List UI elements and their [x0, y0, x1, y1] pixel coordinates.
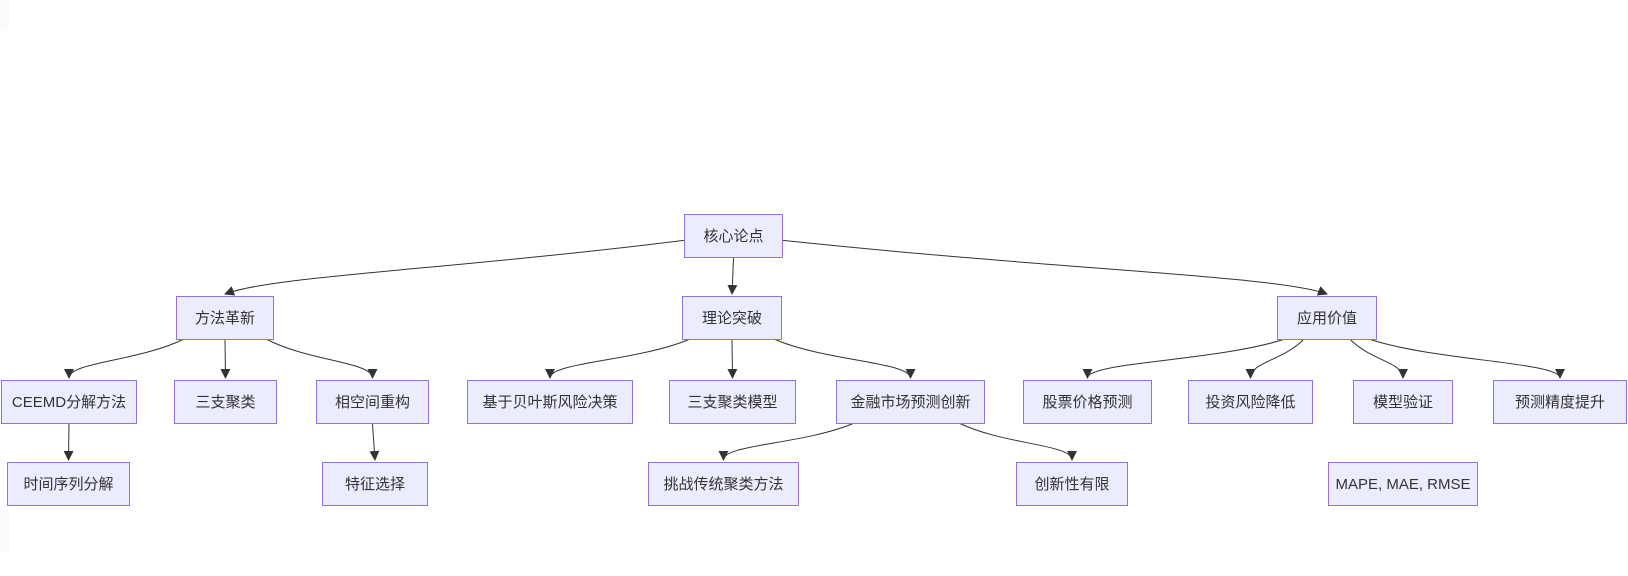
node-bayes: 基于贝叶斯风险决策 [467, 380, 633, 424]
node-label: 特征选择 [344, 475, 405, 493]
node-label: 创新性有限 [1034, 475, 1110, 493]
edge-ceemd-to-time-series [63, 423, 74, 461]
node-label: 挑战传统聚类方法 [663, 475, 784, 493]
edge-application-to-model-validation [1349, 338, 1408, 379]
node-limited: 创新性有限 [1016, 462, 1128, 506]
node-label: 时间序列分解 [23, 475, 114, 493]
node-label: 理论突破 [701, 309, 762, 327]
node-label: 股票价格预测 [1042, 393, 1133, 411]
node-invest-risk: 投资风险降低 [1188, 380, 1313, 424]
node-label: 预测精度提升 [1514, 393, 1605, 411]
edge-theory-to-bayes [545, 338, 691, 379]
node-stock: 股票价格预测 [1023, 380, 1152, 424]
node-model-validation: 模型验证 [1353, 380, 1453, 424]
node-label: 三支聚类模型 [687, 393, 778, 411]
node-label: 方法革新 [194, 309, 255, 327]
node-ceemd: CEEMD分解方法 [1, 380, 137, 424]
edge-phase-space-to-feature-selection [369, 423, 380, 461]
node-root: 核心论点 [684, 214, 783, 258]
node-mape: MAPE, MAE, RMSE [1328, 462, 1478, 506]
node-label: 金融市场预测创新 [850, 393, 971, 411]
node-phase-space: 相空间重构 [316, 380, 429, 424]
node-time-series: 时间序列分解 [7, 462, 130, 506]
node-finance-innovation: 金融市场预测创新 [836, 380, 985, 424]
node-label: 投资风险降低 [1205, 393, 1296, 411]
edge-root-to-method [224, 239, 685, 296]
node-three-way-model: 三支聚类模型 [669, 380, 796, 424]
node-precision: 预测精度提升 [1493, 380, 1627, 424]
node-label: 相空间重构 [334, 393, 410, 411]
edge-method-to-three-way [220, 339, 231, 379]
node-method: 方法革新 [176, 296, 274, 340]
left-edge-artifact-top [0, 0, 9, 30]
edge-finance-innovation-to-limited [958, 422, 1077, 461]
node-theory: 理论突破 [682, 296, 782, 340]
node-three-way: 三支聚类 [174, 380, 277, 424]
node-label: 模型验证 [1372, 393, 1433, 411]
edge-theory-to-finance-innovation [773, 338, 916, 379]
edge-method-to-phase-space [265, 338, 378, 379]
node-label: CEEMD分解方法 [11, 393, 127, 411]
edge-theory-to-three-way-model [727, 339, 738, 379]
node-challenge: 挑战传统聚类方法 [648, 462, 799, 506]
node-label: 核心论点 [703, 227, 764, 245]
edge-application-to-precision [1368, 338, 1565, 379]
node-application: 应用价值 [1277, 296, 1377, 340]
edge-root-to-application [782, 239, 1328, 296]
edge-application-to-stock [1082, 338, 1286, 379]
node-label: 三支聚类 [195, 393, 256, 411]
node-label: 应用价值 [1296, 309, 1357, 327]
node-label: 基于贝叶斯风险决策 [482, 393, 618, 411]
edge-method-to-ceemd [64, 338, 185, 379]
node-feature-selection: 特征选择 [322, 462, 428, 506]
left-edge-artifact-bottom [0, 508, 9, 552]
edge-application-to-invest-risk [1245, 338, 1305, 379]
edge-root-to-theory [727, 257, 738, 295]
edge-finance-innovation-to-challenge [718, 422, 855, 461]
node-label: MAPE, MAE, RMSE [1335, 475, 1471, 493]
